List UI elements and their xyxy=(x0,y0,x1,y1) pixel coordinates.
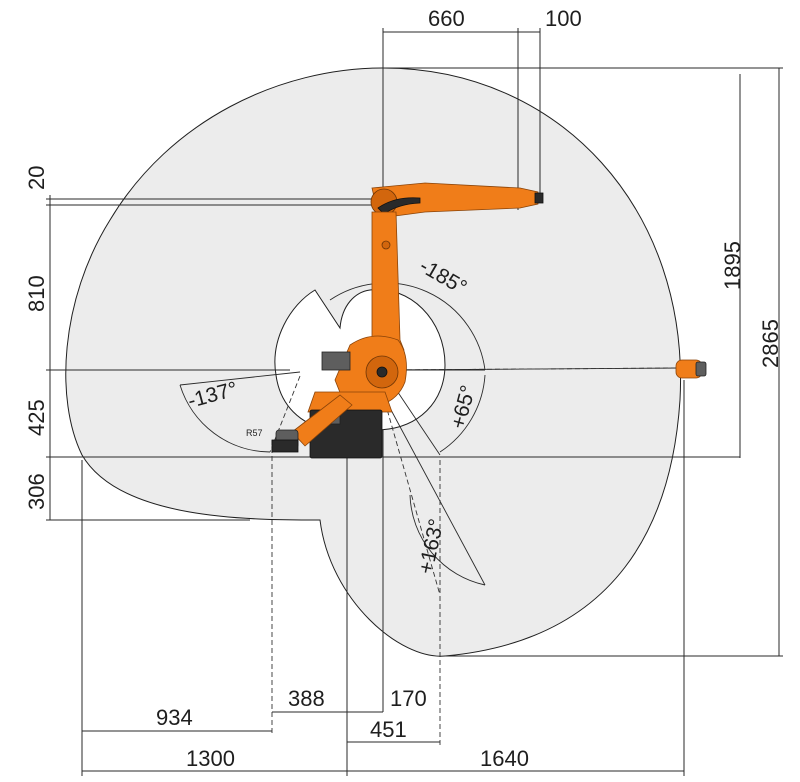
dim-388-label: 388 xyxy=(288,686,325,711)
robot-folded-pose xyxy=(271,394,353,453)
robot-tool-reach xyxy=(675,359,707,379)
robot-cable xyxy=(377,197,421,215)
dim-20-label: 20 xyxy=(24,166,49,190)
robot-motor-box xyxy=(321,351,351,371)
dim-2865-label: 2865 xyxy=(758,319,783,368)
robot-arm-bolt xyxy=(381,240,391,250)
robot-flange-top xyxy=(534,192,544,204)
angle-ray2-minus137 xyxy=(269,375,301,453)
robot-turntable xyxy=(307,391,393,413)
dim-1300-label: 1300 xyxy=(186,746,235,771)
robot-shoulder-hub xyxy=(376,366,388,378)
angle-ray2-plus163 xyxy=(382,394,441,596)
robot-tool-cap xyxy=(695,361,707,377)
dim-100-label: 100 xyxy=(545,6,582,31)
dim-425-label: 425 xyxy=(24,399,49,436)
angle-arc-minus185 xyxy=(329,282,486,371)
dim-1895-label: 1895 xyxy=(720,241,745,290)
dim-306-label: 306 xyxy=(24,473,49,510)
angle-ray-minus137 xyxy=(179,371,301,386)
robot-upper-pose xyxy=(370,182,544,353)
dim-934-label: 934 xyxy=(156,705,193,730)
angle-ray-plus163 xyxy=(382,394,486,586)
dim-451-label: 451 xyxy=(370,717,407,742)
robot-folded-flange xyxy=(271,439,299,453)
dim-170-label: 170 xyxy=(390,686,427,711)
dim-810-label: 810 xyxy=(24,275,49,312)
dim-660-label: 660 xyxy=(428,6,465,31)
angle-arc-minus137 xyxy=(179,384,271,453)
radius-r57-label: R57 xyxy=(246,428,263,438)
angle-arc-plus65 xyxy=(439,374,486,453)
dim-1640-label: 1640 xyxy=(480,746,529,771)
angle-arc-plus163 xyxy=(409,494,486,586)
robot-folded-forearm xyxy=(291,394,353,447)
